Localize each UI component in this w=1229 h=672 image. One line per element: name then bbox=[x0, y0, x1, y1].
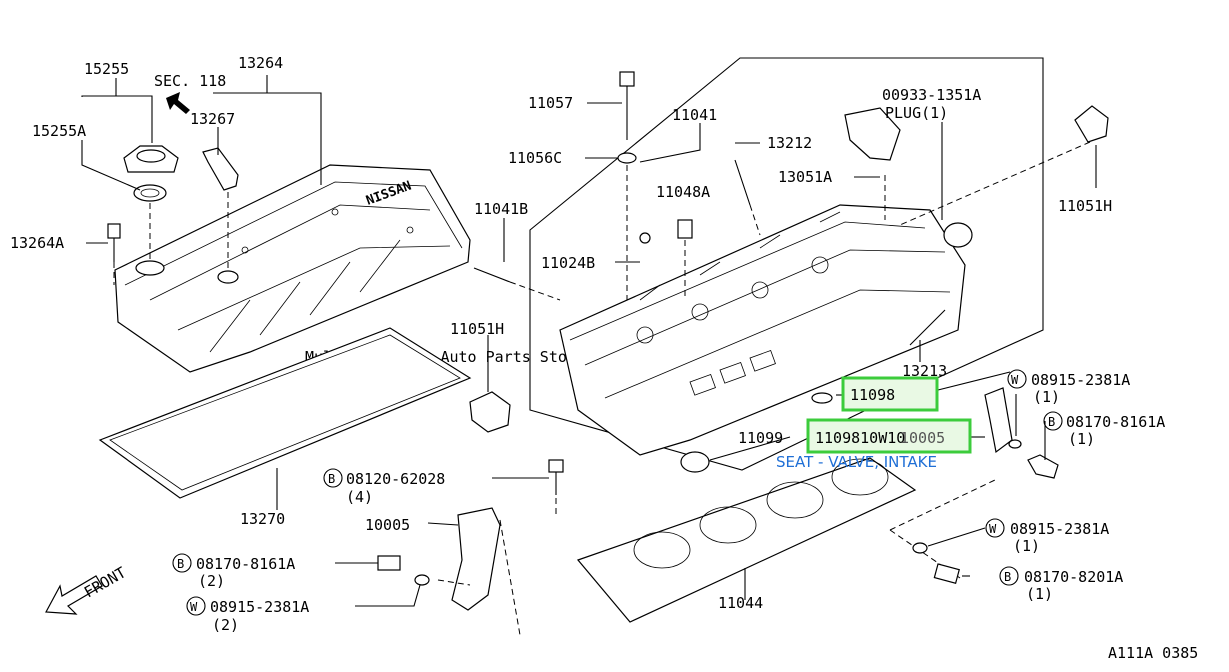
breather-tube bbox=[202, 147, 239, 191]
label-08170-8201a-qty: (1) bbox=[1026, 585, 1053, 603]
symbol-w-top: W bbox=[1011, 373, 1019, 387]
label-1109810w10[interactable]: 1109810W10 bbox=[815, 429, 905, 447]
manifold-stud bbox=[473, 267, 511, 283]
label-08915-2381a-left[interactable]: 08915-2381A bbox=[210, 598, 309, 616]
label-11024b[interactable]: 11024B bbox=[541, 254, 595, 272]
cover-bolt bbox=[107, 223, 121, 239]
label-08120-62028-qty: (4) bbox=[346, 488, 373, 506]
label-plug[interactable]: PLUG(1) bbox=[885, 104, 948, 122]
label-11056c[interactable]: 11056C bbox=[508, 149, 562, 167]
oil-cap-seat bbox=[135, 260, 165, 276]
label-11041[interactable]: 11041 bbox=[672, 106, 717, 124]
cover-gasket bbox=[98, 327, 472, 499]
symbol-w-mid: W bbox=[989, 522, 997, 536]
head-plug bbox=[677, 219, 693, 239]
label-08915-2381a-top[interactable]: 08915-2381A bbox=[1031, 371, 1130, 389]
label-10005-left[interactable]: 10005 bbox=[365, 516, 410, 534]
highlight-1109810W10[interactable] bbox=[806, 418, 972, 454]
head-plug-cap bbox=[943, 222, 973, 248]
engine-slinger-left bbox=[469, 391, 511, 433]
symbol-b-8161a-right: B bbox=[1048, 415, 1055, 429]
highlight-11098[interactable] bbox=[841, 376, 939, 412]
label-08170-8201a[interactable]: 08170-8201A bbox=[1024, 568, 1123, 586]
label-10005-right[interactable]: 10005 bbox=[900, 429, 945, 447]
chain-guide bbox=[844, 107, 901, 161]
label-11051h-left[interactable]: 11051H bbox=[450, 320, 504, 338]
engine-bracket-left bbox=[451, 507, 501, 611]
bolt-washer bbox=[617, 152, 637, 164]
label-11044[interactable]: 11044 bbox=[718, 594, 763, 612]
label-08170-8161a-left-qty: (2) bbox=[198, 572, 225, 590]
engine-slinger-right bbox=[1074, 105, 1109, 143]
engine-bracket-right bbox=[984, 387, 1013, 454]
label-15255[interactable]: 15255 bbox=[84, 60, 129, 78]
label-13270[interactable]: 13270 bbox=[240, 510, 285, 528]
symbol-b-62028: B bbox=[328, 472, 335, 486]
label-15255a[interactable]: 15255A bbox=[32, 122, 86, 140]
label-13212[interactable]: 13212 bbox=[767, 134, 812, 152]
label-11098[interactable]: 11098 bbox=[850, 386, 895, 404]
label-08170-8161a-right[interactable]: 08170-8161A bbox=[1066, 413, 1165, 431]
sec-arrow-icon bbox=[166, 92, 190, 114]
label-08170-8161a-right-qty: (1) bbox=[1068, 430, 1095, 448]
head-gasket-group bbox=[576, 457, 996, 623]
timing-stud bbox=[734, 159, 751, 206]
label-08120-62028[interactable]: 08120-62028 bbox=[346, 470, 445, 488]
highlight-description: SEAT - VALVE, INTAKE bbox=[776, 453, 937, 471]
label-08915-2381a-mid[interactable]: 08915-2381A bbox=[1010, 520, 1109, 538]
label-13264a[interactable]: 13264A bbox=[10, 234, 64, 252]
label-13213[interactable]: 13213 bbox=[902, 362, 947, 380]
label-11099[interactable]: 11099 bbox=[738, 429, 783, 447]
symbol-w-left: W bbox=[190, 600, 198, 614]
label-13267[interactable]: 13267 bbox=[190, 110, 235, 128]
head-bolt-small bbox=[548, 459, 564, 473]
label-13051a[interactable]: 13051A bbox=[778, 168, 832, 186]
front-arrow-icon bbox=[45, 575, 103, 615]
cylinder-head-group bbox=[469, 57, 1109, 515]
label-sec-118[interactable]: SEC. 118 bbox=[154, 72, 226, 90]
label-08915-2381a-mid-qty: (1) bbox=[1013, 537, 1040, 555]
symbol-b-8201a: B bbox=[1004, 570, 1011, 584]
callout-labels: 15255 SEC. 118 13264 15255A 13267 13264A… bbox=[10, 54, 1198, 662]
bracket-group-left bbox=[377, 507, 960, 636]
bracket-bolt bbox=[377, 555, 401, 571]
label-11048a[interactable]: 11048A bbox=[656, 183, 710, 201]
cap-gasket bbox=[133, 184, 167, 202]
symbol-b-8161a-left: B bbox=[177, 557, 184, 571]
washer-right bbox=[912, 542, 928, 554]
head-gasket bbox=[576, 457, 917, 623]
figure-code: A111A 0385 bbox=[1108, 644, 1198, 662]
label-08170-8161a-left[interactable]: 08170-8161A bbox=[196, 555, 295, 573]
valve-cover-group: NISSAN bbox=[98, 92, 472, 499]
label-08915-2381a-top-qty: (1) bbox=[1033, 388, 1060, 406]
exhaust-stud bbox=[909, 309, 946, 346]
label-13264[interactable]: 13264 bbox=[238, 54, 283, 72]
bracket-washer bbox=[414, 574, 430, 586]
valve-seat-part bbox=[811, 392, 833, 404]
label-11041b[interactable]: 11041B bbox=[474, 200, 528, 218]
valve-seal-ring bbox=[680, 451, 710, 473]
label-00933-1351a[interactable]: 00933-1351A bbox=[882, 86, 981, 104]
dowel-pin bbox=[639, 232, 651, 244]
front-label: FRONT bbox=[81, 563, 129, 601]
cylinder-head bbox=[559, 204, 966, 456]
label-08915-2381a-left-qty: (2) bbox=[212, 616, 239, 634]
leader-lines bbox=[81, 75, 1097, 607]
label-11051h-right[interactable]: 11051H bbox=[1058, 197, 1112, 215]
label-11057[interactable]: 11057 bbox=[528, 94, 573, 112]
bolt-right bbox=[933, 563, 960, 584]
head-bolt bbox=[619, 71, 635, 87]
